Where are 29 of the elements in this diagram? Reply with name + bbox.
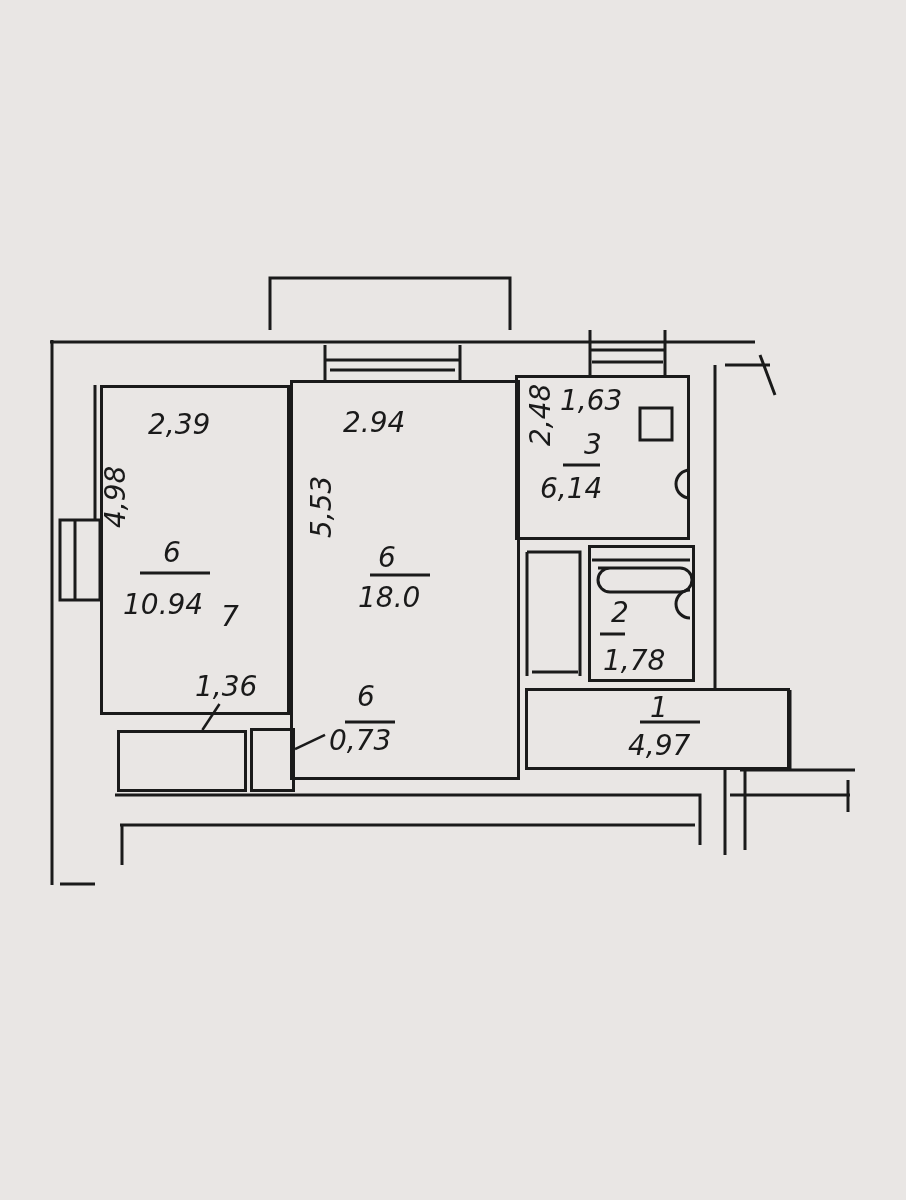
leader-line: [294, 733, 326, 751]
dimension-label: 4,98: [101, 465, 131, 528]
area-label: 1,78: [603, 646, 666, 676]
room-number: 6: [163, 538, 181, 568]
area-label: 10.94: [123, 590, 204, 620]
room-outline: [525, 688, 790, 770]
dimension-label: 1,63: [560, 386, 623, 416]
area-label: 0,73: [329, 726, 392, 756]
area-label: 4,97: [628, 731, 691, 761]
room-number: 6: [357, 682, 375, 712]
leader-line: [201, 703, 221, 731]
room-number: 1: [650, 693, 668, 723]
dimension-label: 5,53: [307, 475, 337, 538]
room-number: 7: [221, 602, 239, 632]
area-label: 1,36: [195, 672, 258, 702]
area-label: 18.0: [358, 583, 421, 613]
dimension-label: 2,48: [526, 383, 556, 446]
room-number: 2: [611, 598, 629, 628]
dimension-label: 2,39: [148, 410, 211, 440]
closet-outline: [117, 730, 247, 792]
dimension-label: 2.94: [343, 408, 406, 438]
closet-outline: [250, 728, 295, 792]
room-outline: [290, 380, 520, 780]
room-number: 3: [584, 430, 602, 460]
room-outline: [588, 545, 695, 682]
room-number: 6: [378, 543, 396, 573]
area-label: 6,14: [540, 474, 603, 504]
room-outline: [515, 375, 690, 540]
room-outline: [100, 385, 290, 715]
